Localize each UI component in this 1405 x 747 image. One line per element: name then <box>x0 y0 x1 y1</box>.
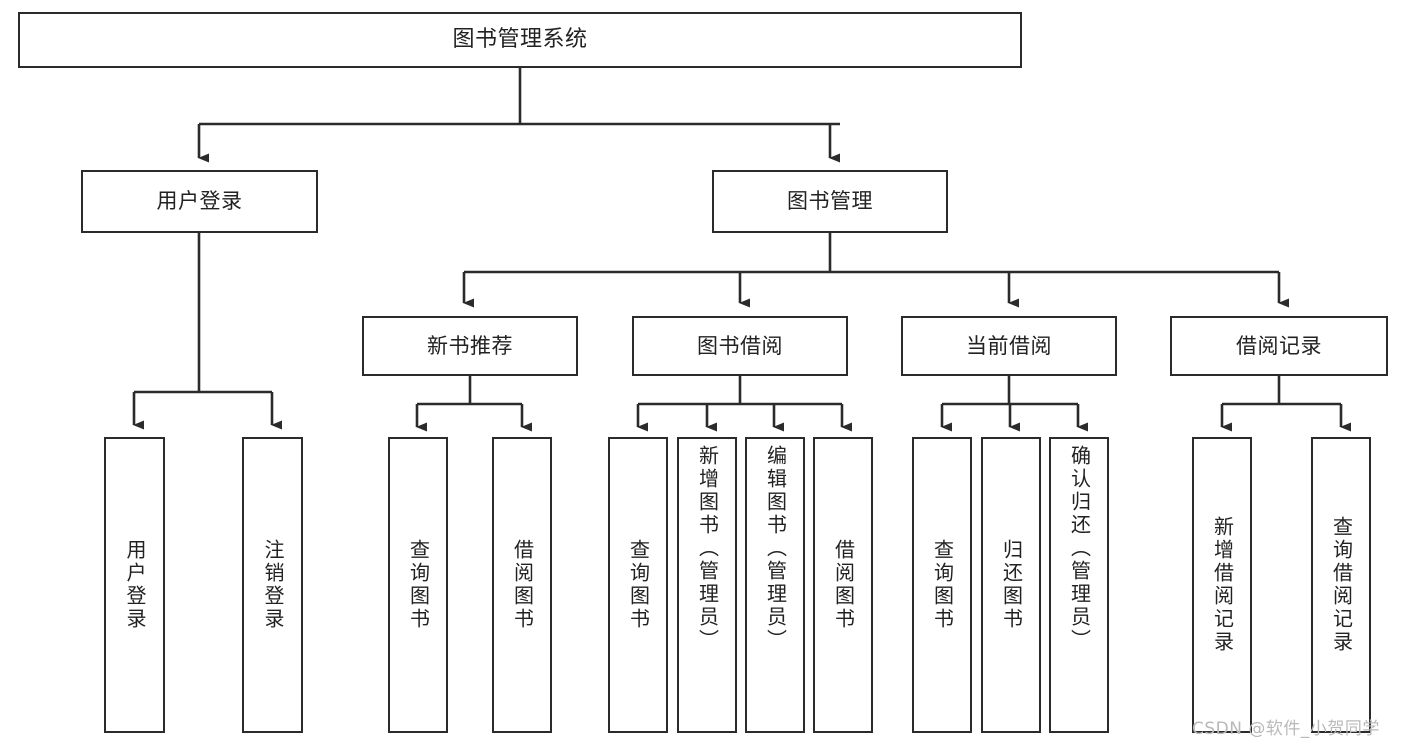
leaf-user-login-label: 用户登录 <box>123 539 147 631</box>
leaf-bookborrow-borrow-book-label: 借阅图书 <box>831 539 856 631</box>
leaf-borrowrecords-query-record-label: 查询借阅记录 <box>1329 516 1354 654</box>
leaf-borrowrecords-add-record-label: 新增借阅记录 <box>1210 516 1235 654</box>
leaf-logout[interactable]: 注销登录 <box>242 437 303 733</box>
node-book-borrow[interactable]: 图书借阅 <box>632 316 848 376</box>
node-current-borrow[interactable]: 当前借阅 <box>901 316 1117 376</box>
node-book-management-label: 图书管理 <box>787 189 873 214</box>
leaf-currentborrow-return-book-label: 归还图书 <box>999 539 1024 631</box>
node-book-management[interactable]: 图书管理 <box>712 170 948 233</box>
node-current-borrow-label: 当前借阅 <box>966 333 1052 358</box>
node-borrow-records[interactable]: 借阅记录 <box>1170 316 1388 376</box>
node-root-book-management-system[interactable]: 图书管理系统 <box>18 12 1022 68</box>
leaf-borrowrecords-add-record[interactable]: 新增借阅记录 <box>1192 437 1252 733</box>
leaf-currentborrow-query-book[interactable]: 查询图书 <box>912 437 972 733</box>
leaf-newbook-query-book-label: 查询图书 <box>406 539 431 631</box>
leaf-borrowrecords-query-record[interactable]: 查询借阅记录 <box>1311 437 1371 733</box>
node-book-borrow-label: 图书借阅 <box>697 333 783 358</box>
leaf-logout-label: 注销登录 <box>261 539 285 631</box>
csdn-watermark: CSDN @软件_小贺同学 <box>1192 719 1380 739</box>
leaf-bookborrow-query-book[interactable]: 查询图书 <box>608 437 668 733</box>
leaf-newbook-borrow-book-label: 借阅图书 <box>510 539 535 631</box>
leaf-bookborrow-edit-book[interactable]: 编辑图书（管理员） <box>745 437 805 733</box>
leaf-bookborrow-add-book-label: 新增图书（管理员） <box>695 445 720 652</box>
leaf-bookborrow-query-book-label: 查询图书 <box>626 539 651 631</box>
leaf-bookborrow-add-book[interactable]: 新增图书（管理员） <box>677 437 737 733</box>
leaf-bookborrow-edit-book-label: 编辑图书（管理员） <box>763 445 788 652</box>
leaf-bookborrow-borrow-book[interactable]: 借阅图书 <box>813 437 873 733</box>
leaf-newbook-borrow-book[interactable]: 借阅图书 <box>492 437 552 733</box>
leaf-currentborrow-return-book[interactable]: 归还图书 <box>981 437 1041 733</box>
leaf-currentborrow-confirm-return[interactable]: 确认归还（管理员） <box>1049 437 1109 733</box>
node-new-book-recommend[interactable]: 新书推荐 <box>362 316 578 376</box>
leaf-currentborrow-confirm-return-label: 确认归还（管理员） <box>1067 445 1092 652</box>
leaf-newbook-query-book[interactable]: 查询图书 <box>388 437 448 733</box>
node-root-label: 图书管理系统 <box>452 27 588 53</box>
node-user-login[interactable]: 用户登录 <box>81 170 318 233</box>
node-new-book-recommend-label: 新书推荐 <box>427 333 513 358</box>
node-user-login-label: 用户登录 <box>156 189 243 214</box>
node-borrow-records-label: 借阅记录 <box>1236 333 1322 358</box>
leaf-user-login[interactable]: 用户登录 <box>104 437 165 733</box>
leaf-currentborrow-query-book-label: 查询图书 <box>930 539 955 631</box>
